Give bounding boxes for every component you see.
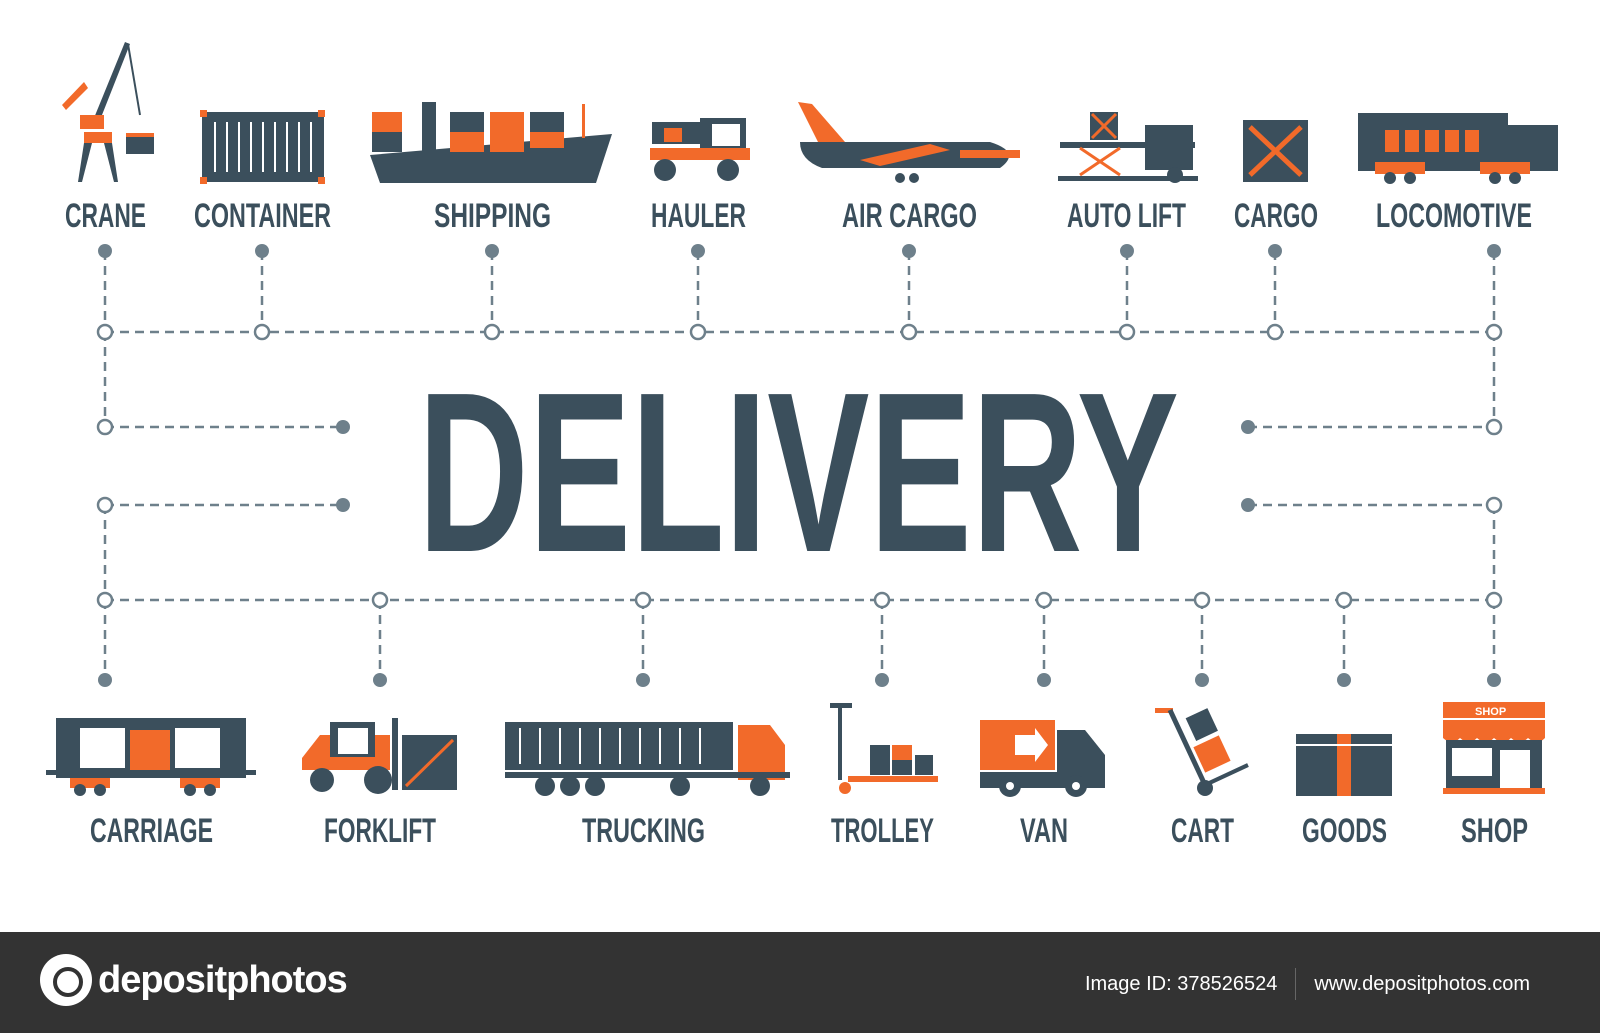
forklift-icon <box>302 718 457 794</box>
site-url-link[interactable]: www.depositphotos.com <box>1314 972 1530 995</box>
bottom-connector-1-dot <box>373 673 387 687</box>
connector-network <box>96 244 1503 687</box>
shop-icon: SHOP <box>1443 702 1545 794</box>
camera-logo-icon <box>40 954 92 1006</box>
top-connector-0-dot <box>98 244 112 258</box>
crane-icon <box>62 42 154 182</box>
cargo-box-icon <box>1243 120 1308 182</box>
top-connector-4-node <box>900 323 918 341</box>
bottom-connector-4-dot <box>1037 673 1051 687</box>
label-air-cargo: AIR CARGO <box>842 197 977 235</box>
container-icon <box>200 110 325 184</box>
top-connector-6-node <box>1266 323 1284 341</box>
top-connector-3-node <box>689 323 707 341</box>
truck-icon <box>505 722 790 796</box>
bottom-connector-5-node <box>1193 591 1211 609</box>
hauler-icon <box>650 118 750 181</box>
label-locomotive: LOCOMOTIVE <box>1376 197 1532 235</box>
bottom-connector-7-dot <box>1487 673 1501 687</box>
label-shop: SHOP <box>1461 812 1528 850</box>
depositphotos-logo[interactable]: depositphotos <box>40 954 348 1006</box>
auto-lift-icon <box>1058 112 1198 183</box>
image-id: Image ID: 378526524 <box>1084 972 1278 995</box>
label-carriage: CARRIAGE <box>90 812 213 850</box>
divider <box>1295 968 1297 1000</box>
locomotive-icon <box>1358 113 1558 184</box>
top-connector-7-dot <box>1487 244 1501 258</box>
label-cargo: CARGO <box>1234 197 1318 235</box>
hand-cart-icon <box>1155 708 1249 796</box>
bottom-connector-6-dot <box>1337 673 1351 687</box>
airplane-icon <box>798 102 1020 183</box>
shop-sign-text: SHOP <box>1475 706 1506 718</box>
bottom-connector-7-node <box>1485 591 1503 609</box>
label-goods: GOODS <box>1302 812 1387 850</box>
delivery-van-icon <box>980 720 1105 797</box>
page-title: DELIVERY <box>418 346 1179 600</box>
bottom-connector-3-node <box>873 591 891 609</box>
label-container: CONTAINER <box>194 197 331 235</box>
footer-bar: depositphotos Image ID: 378526524 www.de… <box>0 932 1600 1033</box>
bottom-connector-2-dot <box>636 673 650 687</box>
ship-icon <box>370 102 612 183</box>
label-hauler: HAULER <box>651 197 746 235</box>
top-connector-4-dot <box>902 244 916 258</box>
top-connector-2-node <box>483 323 501 341</box>
top-connector-5-node <box>1118 323 1136 341</box>
bottom-connector-4-node <box>1035 591 1053 609</box>
top-connector-2-dot <box>485 244 499 258</box>
top-connector-5-dot <box>1120 244 1134 258</box>
label-crane: CRANE <box>65 197 146 235</box>
bottom-connector-6-node <box>1335 591 1353 609</box>
rail-carriage-icon <box>46 718 256 796</box>
bottom-connector-2-node <box>634 591 652 609</box>
label-auto-lift: AUTO LIFT <box>1067 197 1186 235</box>
top-connector-1-node <box>253 323 271 341</box>
top-connector-1-dot <box>255 244 269 258</box>
bottom-connector-3-dot <box>875 673 889 687</box>
brand-name: depositphotos <box>98 958 348 1001</box>
bottom-connector-5-dot <box>1195 673 1209 687</box>
bottom-connector-0-node <box>96 591 114 609</box>
label-shipping: SHIPPING <box>434 197 551 235</box>
label-trolley: TROLLEY <box>831 812 934 850</box>
top-connector-3-dot <box>691 244 705 258</box>
top-connector-7-node <box>1485 323 1503 341</box>
goods-box-icon <box>1296 734 1392 796</box>
label-van: VAN <box>1020 812 1068 850</box>
bottom-connector-1-node <box>371 591 389 609</box>
label-forklift: FORKLIFT <box>324 812 436 850</box>
label-cart: CART <box>1171 812 1234 850</box>
label-trucking: TRUCKING <box>582 812 705 850</box>
bottom-connector-0-dot <box>98 673 112 687</box>
delivery-infographic: DELIVERY CRANE CONTAINER SHIPPING HAULER… <box>46 42 1558 850</box>
top-connector-0-node <box>96 323 114 341</box>
pallet-trolley-icon <box>830 703 938 794</box>
top-connector-6-dot <box>1268 244 1282 258</box>
